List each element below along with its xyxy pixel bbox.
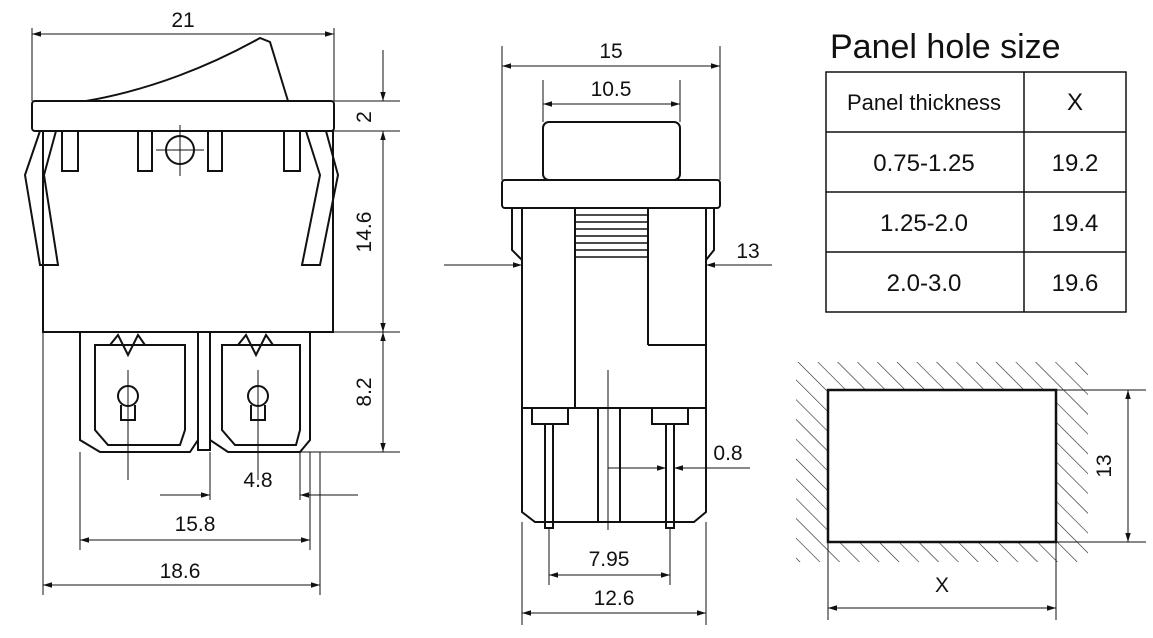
left-clip bbox=[23, 130, 60, 266]
table-header-thickness: Panel thickness bbox=[847, 90, 1001, 115]
table-cell: 1.25-2.0 bbox=[880, 210, 968, 237]
dim-side-width: 15 bbox=[599, 40, 622, 63]
front-dim-labels: 21 2 14.6 8.2 4.8 15.8 18.6 bbox=[160, 9, 376, 583]
dim-body-height: 14.6 bbox=[353, 212, 376, 253]
front-flange bbox=[31, 100, 335, 132]
dim-pin-thickness: 0.8 bbox=[713, 442, 742, 465]
rocker-actuator bbox=[85, 36, 289, 102]
side-view bbox=[501, 121, 721, 530]
table-cell: 19.2 bbox=[1052, 150, 1099, 177]
panel-hole-table: Panel hole size Panel thickness X 0.75-1… bbox=[825, 28, 1127, 313]
front-view bbox=[23, 36, 340, 480]
dim-hole-width: X bbox=[935, 574, 949, 597]
side-body bbox=[521, 207, 707, 409]
dim-pin-pitch: 7.95 bbox=[589, 548, 630, 571]
dim-rocker-height: 2 bbox=[353, 111, 376, 123]
dim-button-width: 10.5 bbox=[591, 78, 632, 101]
front-dimensions bbox=[31, 28, 400, 595]
table-header-x: X bbox=[1067, 89, 1083, 116]
side-flange bbox=[501, 179, 721, 209]
table-title: Panel hole size bbox=[830, 28, 1061, 66]
table-cell: 2.0-3.0 bbox=[887, 270, 962, 297]
dim-hole-height: 13 bbox=[1093, 454, 1116, 477]
table-cell: 19.6 bbox=[1052, 270, 1099, 297]
dim-terminal-span: 15.8 bbox=[175, 513, 216, 536]
side-base bbox=[521, 408, 707, 523]
dim-side-base-width: 12.6 bbox=[594, 587, 635, 610]
table-cell: 0.75-1.25 bbox=[873, 150, 974, 177]
dim-overall-width: 18.6 bbox=[160, 560, 201, 583]
side-button bbox=[542, 121, 681, 181]
front-body bbox=[42, 130, 334, 333]
dim-front-width: 21 bbox=[171, 9, 194, 32]
panel-cutout bbox=[826, 388, 1058, 544]
side-dim-labels: 15 10.5 13 0.8 7.95 12.6 bbox=[589, 40, 760, 610]
side-dimensions bbox=[444, 46, 772, 625]
panel-hole-view: 13 X bbox=[796, 362, 1146, 620]
right-clip bbox=[300, 130, 340, 266]
table-cell: 19.4 bbox=[1052, 210, 1099, 237]
dim-terminal-width: 4.8 bbox=[243, 469, 272, 492]
dim-side-body-width: 13 bbox=[736, 240, 759, 263]
dim-terminal-height: 8.2 bbox=[353, 377, 376, 406]
